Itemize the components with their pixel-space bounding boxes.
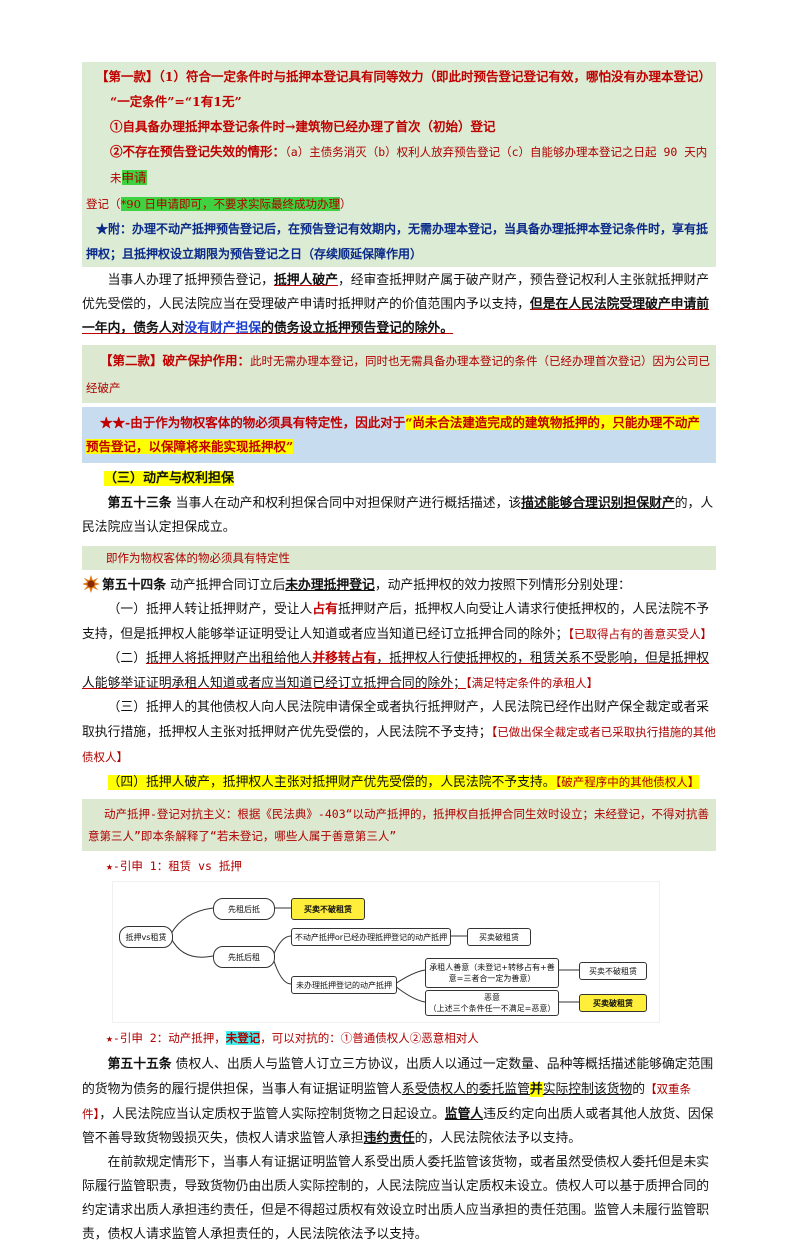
text: 当事人办理了抵押预告登记， (107, 273, 274, 288)
diagram-connectors (170, 907, 579, 1003)
extension-2-text: ★-引申 2：动产抵押， (106, 1031, 226, 1045)
article-54: 第五十四条 动产抵押合同订立后未办理抵押登记，动产抵押权的效力按照下列情形分别处… (82, 574, 716, 795)
note-text: 动产抵押-登记对抗主义：根据《民法典》-403“以动产抵押的，抵押权自抵押合同生… (88, 807, 710, 843)
diagram-result-3: 买卖不破租赁 (579, 962, 647, 980)
extension-2-rest: ，可以对抗的：①普通债权人②恶意相对人 (260, 1031, 479, 1045)
document-page: 【第一款】（1）符合一定条件时与抵押本登记具有同等效力（即此时预告登记登记有效，… (82, 62, 716, 1247)
diagram-result-1: 买卖不破租赁 (291, 898, 365, 920)
text: 的 (632, 1082, 646, 1097)
appendix-note: ★附：办理不动产抵押预告登记后，在预告登记有效期内，无需办理本登记，当具备办理抵… (86, 222, 709, 261)
text: ） (340, 197, 352, 211)
item-4-text: （四）抵押人破产，抵押权人主张对抵押财产优先受偿的，人民法院不予支持。 (107, 775, 556, 790)
condition-two-cont: 登记（*90 日申请即可，不要求实际最终成功办理） (86, 191, 712, 217)
unregistered: 未办理抵押登记 (285, 578, 375, 593)
condition-definition: “一定条件”=“1有1无” (110, 94, 242, 109)
unregistered-highlight: 未登记 (225, 1031, 261, 1045)
diagram-first-lease: 先租后抵 (213, 898, 275, 920)
note-block-first-clause: 【第一款】（1）符合一定条件时与抵押本登记具有同等效力（即此时预告登记登记有效，… (82, 62, 716, 267)
dual-condition: 【双重条件】 (82, 1082, 692, 1121)
highlight-note: *90 日申请即可，不要求实际最终成功办理 (120, 197, 341, 211)
text: ，人民法院应当认定质权于监管人实际控制货物之日起设立。 (99, 1107, 445, 1122)
text: 登记（ (86, 197, 121, 211)
item-4-note: 【破产程序中的其他债权人】 (555, 775, 700, 789)
article-number: 第五十四条 (102, 578, 166, 593)
bankruptcy-paragraph: 当事人办理了抵押预告登记，抵押人破产，经审查抵押财产属于破产财产，预告登记权利人… (82, 269, 716, 341)
bad-faith-label: 恶意 (484, 993, 500, 1002)
item-2-note: 【满足特定条件的承租人】 (465, 676, 599, 690)
article-number: 第五十三条 (107, 496, 172, 511)
condition-one: ①自具备办理抵押本登记条件时→建筑物已经办理了首次（初始）登记 (110, 119, 496, 134)
article-53: 第五十三条 当事人在动产和权利担保合同中对担保财产进行概括描述，该描述能够合理识… (82, 492, 716, 540)
no-property-guarantee: 没有财产担保 (184, 321, 262, 336)
transfer-possession: 并移转占有 (312, 651, 377, 666)
article-55: 第五十五条 债权人、出质人与监管人订立三方协议，出质人以通过一定数量、品种等概括… (82, 1053, 716, 1247)
article-number: 第五十五条 (107, 1057, 172, 1072)
possession: 占有 (312, 602, 338, 617)
text: （一）抵押人转让抵押财产，受让人 (107, 602, 313, 617)
exception-end: 的债务设立抵押预告登记的除外。 (261, 321, 454, 336)
note-article-53: 即作为物权客体的物必须具有特定性 (82, 546, 716, 570)
condition-two: ②不存在预告登记失效的情形：（a）主债务消灭（b）权利人放弃预告登记（c）自能够… (86, 139, 712, 191)
and-highlight: 并 (529, 1082, 543, 1097)
lease-vs-mortgage-diagram: 抵押vs租赁 先租后抵 先抵后租 买卖不破租赁 不动产抵押or已经办理抵押登记的… (112, 881, 660, 1023)
text: 抵押财产后，抵押权人向受让人请求行使抵押权的，人民法院不予支持，但是抵押权人能够… (82, 602, 710, 642)
extension-1: ★-引申 1：租赁 vs 抵押 (106, 855, 716, 877)
text: 当事人在动产和权利担保合同中对担保财产进行概括描述，该 (175, 496, 522, 511)
highlight-apply: 申请 (121, 170, 147, 185)
text: ，动产抵押权的效力按照下列情形分别处理： (374, 578, 631, 593)
extension-2: ★-引申 2：动产抵押，未登记，可以对抗的：①普通债权人②恶意相对人 (106, 1027, 716, 1049)
diagram-bad-faith: 恶意 （上述三个条件任一不满足=恶意） (425, 990, 559, 1016)
extension-1-text: ★-引申 1：租赁 vs 抵押 (106, 859, 242, 873)
article-54-item-2: （二）抵押人将抵押财产出租给他人并移转占有，抵押权人行使抵押权的，租赁关系不受影… (82, 647, 716, 696)
creditor-entrusted: 系受债权人的委托监管 (401, 1082, 530, 1097)
diagram-result-4: 买卖破租赁 (579, 994, 647, 1012)
article-54-item-4: （四）抵押人破产，抵押权人主张对抵押财产优先受偿的，人民法院不予支持。【破产程序… (82, 770, 716, 795)
section-heading: （三）动产与权利担保 (104, 466, 716, 490)
specificity-note: ★★-由于作为物权客体的物必须具有特定性，因此对于 (100, 415, 406, 430)
exception-text: 但是在人民法院受理破产申请前一年内，债务人对 (82, 297, 710, 336)
identify-property: 描述能够合理识别担保财产 (521, 496, 675, 511)
text: 的，人民法院依法予以支持。 (414, 1131, 582, 1146)
clause2-detail: 此时无需办理本登记，同时也无需具备办理本登记的条件（已经办理首次登记）因为公司已… (86, 354, 711, 395)
item-1-note: 【已取得占有的善意买受人】 (568, 627, 713, 641)
section-title: （三）动产与权利担保 (104, 471, 235, 486)
article-55-para-1: 第五十五条 债权人、出质人与监管人订立三方协议，出质人以通过一定数量、品种等概括… (82, 1053, 716, 1151)
diagram-result-2: 买卖破租赁 (467, 928, 531, 946)
diagram-mid-2: 未办理抵押登记的动产抵押 (291, 976, 397, 994)
starburst-icon (82, 575, 100, 593)
article-54-item-3: （三）抵押人的其他债权人向人民法院申请保全或者执行抵押财产，人民法院已经作出财产… (82, 696, 716, 770)
diagram-first-mortgage: 先抵后租 (213, 946, 275, 968)
article-54-item-1: （一）抵押人转让抵押财产，受让人占有抵押财产后，抵押权人向受让人请求行使抵押权的… (82, 598, 716, 647)
text: 动产抵押合同订立后 (170, 578, 286, 593)
actual-control: 实际控制该货物 (542, 1082, 633, 1097)
bad-faith-detail: （上述三个条件任一不满足=恶意） (428, 1004, 556, 1013)
text: （二） (107, 651, 146, 666)
article-54-intro: 第五十四条 动产抵押合同订立后未办理抵押登记，动产抵押权的效力按照下列情形分别处… (82, 574, 716, 598)
debtor-bankrupt: 抵押人破产 (273, 273, 338, 288)
item-2-text: ，抵押权人行使抵押权的，租赁关系不受影响，但是抵押权人能够举证证明承租人知道或者… (82, 651, 710, 691)
note-block-second-clause: 【第二款】破产保护作用：此时无需办理本登记，同时也无需具备办理本登记的条件（已经… (82, 345, 716, 403)
condition-two-title: ②不存在预告登记失效的情形： (110, 144, 286, 159)
diagram-mid-1: 不动产抵押or已经办理抵押登记的动产抵押 (291, 928, 451, 946)
clause1-heading: 【第一款】（1）符合一定条件时与抵押本登记具有同等效力（即此时预告登记登记有效，… (96, 69, 711, 84)
note-article-54: 动产抵押-登记对抗主义：根据《民法典》-403“以动产抵押的，抵押权自抵押合同生… (82, 799, 716, 851)
text: ，经审查抵押财产属于破产财产，预告登记权利人主张就抵押财产优先受偿的，人民法院应… (82, 273, 710, 312)
note-block-specificity: ★★-由于作为物权客体的物必须具有特定性，因此对于“尚未合法建造完成的建筑物抵押… (82, 407, 716, 463)
diagram-root: 抵押vs租赁 (119, 926, 173, 948)
condition-two-detail: （a）主债务消灭（b）权利人放弃预告登记（c）自能够办理本登记之日起 90 天内… (110, 145, 708, 185)
clause2-heading: 【第二款】破产保护作用： (100, 353, 251, 368)
text: （三）抵押人的其他债权人向人民法院申请保全或者执行抵押财产，人民法院已经作出财产… (82, 700, 710, 740)
breach-liability: 违约责任 (363, 1131, 415, 1146)
text: 的，人民法院应当认定担保成立。 (82, 496, 714, 535)
text: 债权人、出质人与监管人订立三方协议，出质人以通过一定数量、品种等概括描述能够确定… (82, 1057, 714, 1097)
article-55-para-2: 在前款规定情形下，当事人有证据证明监管人系受出质人委托监管该货物，或者虽然受债权… (82, 1155, 710, 1242)
lease-out: 抵押人将抵押财产出租给他人 (145, 651, 313, 666)
supervisor: 监管人 (444, 1107, 484, 1122)
note-text: 即作为物权客体的物必须具有特定性 (106, 551, 290, 565)
item-3-note: 【已做出保全裁定或者已采取执行措施的其他债权人】 (82, 725, 716, 764)
diagram-good-faith: 承租人善意（未登记+转移占有+善意=三者合一定为善意） (425, 958, 559, 988)
